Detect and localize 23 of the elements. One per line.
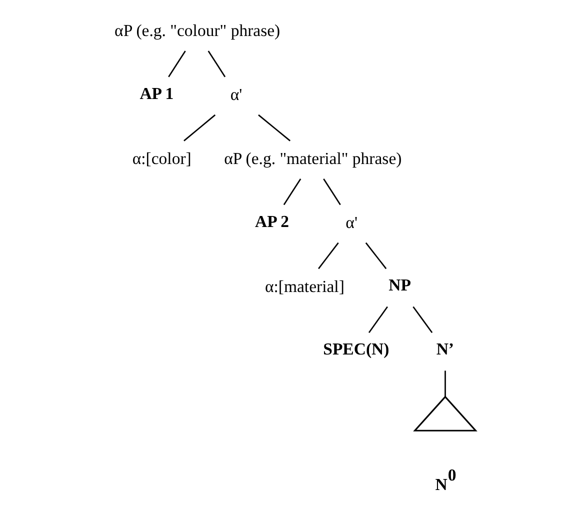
node-text: α:[color]: [132, 148, 191, 168]
node-triangle: [412, 395, 477, 431]
connector: [364, 242, 386, 269]
connector: [282, 178, 301, 205]
connector: [168, 50, 186, 77]
connector: [183, 114, 216, 141]
connector: [207, 50, 226, 77]
node-text: N’: [436, 339, 454, 358]
node-text: αP (e.g. "colour" phrase): [114, 20, 280, 40]
connector: [444, 370, 446, 396]
node-text: AP 2: [254, 211, 288, 230]
node-text: α:[material]: [264, 276, 344, 296]
node-text: α': [230, 84, 242, 104]
connector: [258, 114, 290, 141]
connector: [412, 306, 432, 333]
node-text: α': [345, 212, 357, 232]
connector: [318, 242, 338, 269]
node-text: NP: [388, 275, 410, 294]
connector: [368, 306, 388, 333]
node-text: αP (e.g. "material" phrase): [224, 148, 402, 168]
connector: [322, 178, 340, 205]
node-text: SPEC(N): [322, 339, 389, 358]
node-text: AP 1: [139, 83, 174, 102]
